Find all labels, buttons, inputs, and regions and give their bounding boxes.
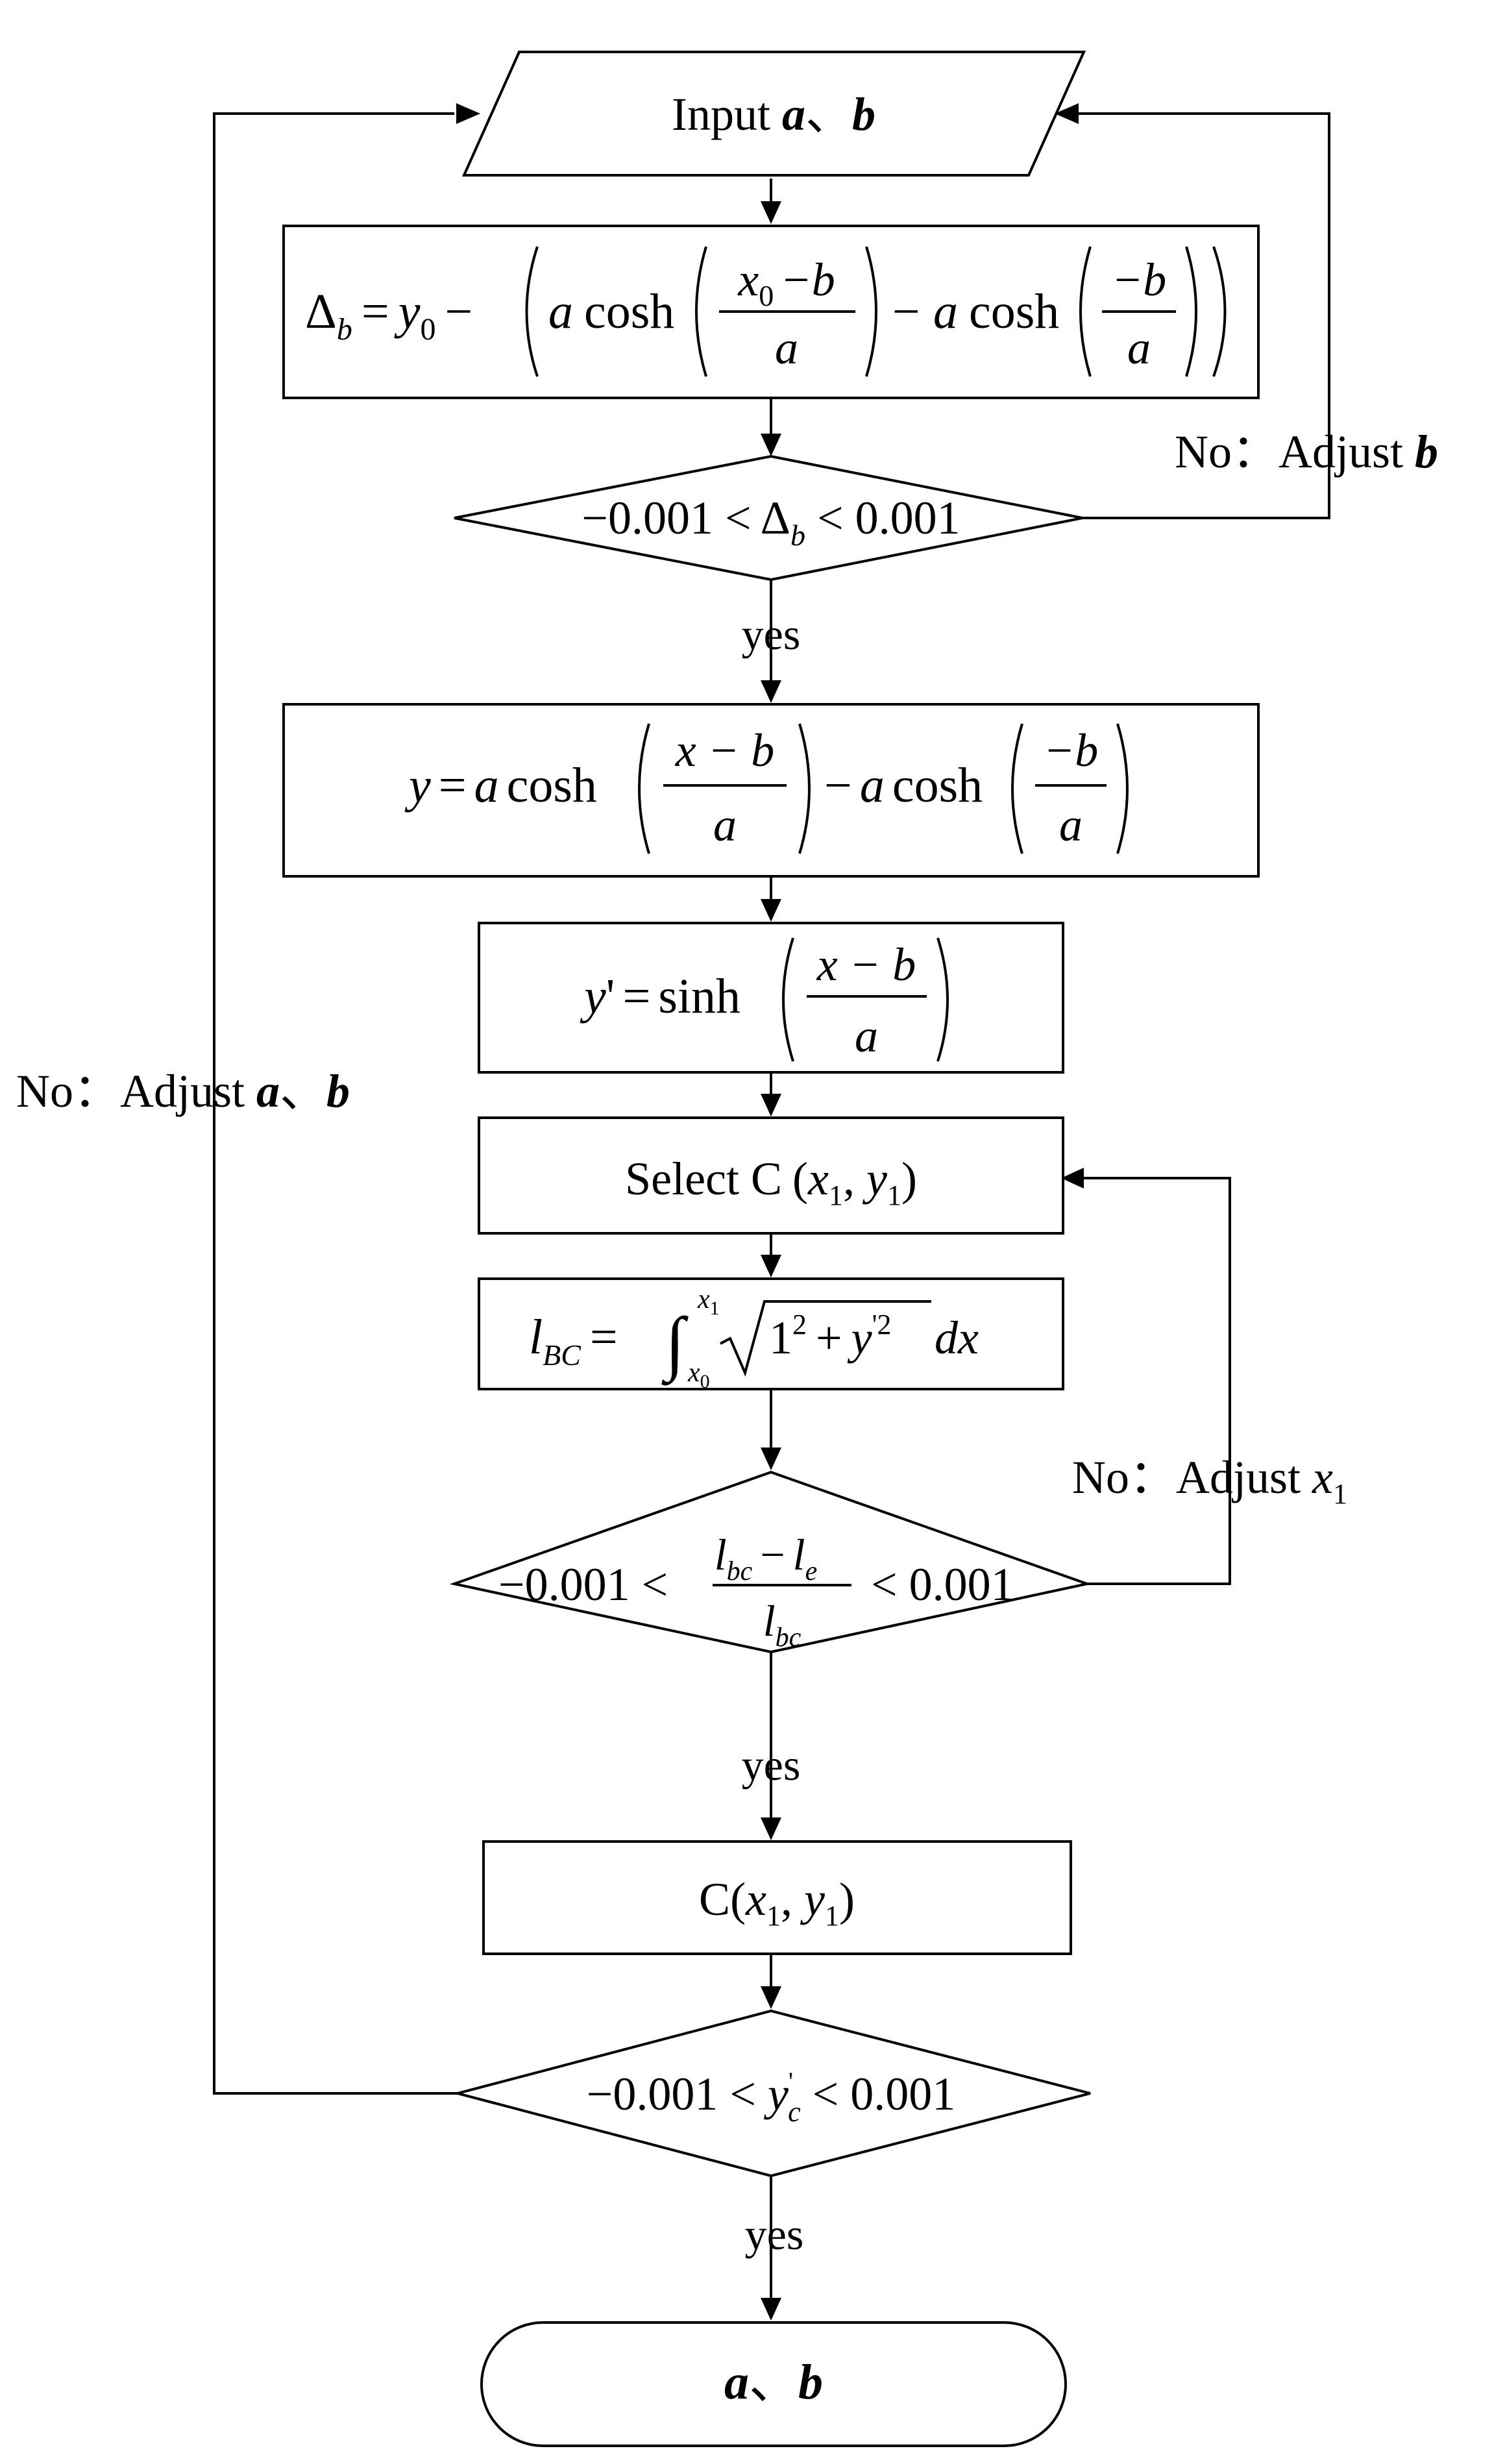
- arrowhead-down-4: [761, 899, 781, 922]
- yprime-box: [478, 922, 1064, 1074]
- integral-dx: dx: [935, 1312, 979, 1364]
- arrowhead-down-7: [761, 1448, 781, 1470]
- big-paren-right: [1212, 246, 1227, 377]
- arrowhead-left-x1: [1061, 1168, 1084, 1189]
- input-node: Input a、b: [461, 51, 1086, 177]
- result-c-box: [482, 1840, 1072, 1955]
- cond2-right: < 0.001: [871, 1558, 1014, 1610]
- select-box: [478, 1116, 1064, 1235]
- yes-label-1: yes: [742, 610, 801, 659]
- y-paren2-left: [1011, 723, 1023, 854]
- paren2-right: [1185, 246, 1197, 377]
- decision-delta: −0.001 < Δb < 0.001: [454, 454, 1083, 582]
- yprime-lhs: y'=sinh: [580, 969, 740, 1024]
- delta-process-node: Δb=y0− a cosh x0−b a − a cosh −b a: [282, 225, 1260, 399]
- integral-lower: x0: [687, 1358, 710, 1392]
- cond2-num: lbc−le: [715, 1530, 817, 1586]
- y-paren1-right: [798, 723, 811, 854]
- yprime-process-node: y'=sinh x − b a: [478, 922, 1064, 1074]
- y-paren2-right: [1116, 723, 1129, 854]
- loop-adjust-x1: [1083, 1177, 1231, 1585]
- loop-adjust-b: [1077, 112, 1330, 519]
- input-label: Input a、b: [672, 88, 875, 140]
- big-paren-left: [525, 246, 539, 377]
- no-adjust-x1-label: No：Adjust x1: [1072, 1451, 1347, 1510]
- arrowhead-down-5: [761, 1094, 781, 1116]
- integral-upper: x1: [697, 1285, 720, 1319]
- integral-radicand: 12+y'2: [769, 1309, 892, 1364]
- sqrt-sign: [720, 1300, 931, 1377]
- select-process-node: Select C(x1, y1): [478, 1116, 1064, 1235]
- loop-adjust-ab: [213, 112, 458, 2095]
- y-paren1-left: [638, 723, 650, 854]
- arrowhead-down-10: [761, 2298, 781, 2321]
- paren1-right: [865, 246, 877, 377]
- decision-diamond-3: [452, 2009, 1091, 2178]
- arrowhead-down-2: [761, 434, 781, 456]
- select-text: Select C(x1, y1): [625, 1153, 917, 1211]
- integral-box: [478, 1277, 1064, 1390]
- arrowhead-down-1: [761, 201, 781, 224]
- integral-sign: ∫: [661, 1303, 689, 1386]
- arrowhead-down-6: [761, 1255, 781, 1277]
- decision-diamond-2: [449, 1470, 1092, 1654]
- y-den1: a: [713, 799, 737, 851]
- cond2-den: lbc: [763, 1596, 801, 1653]
- yes-label-3: yes: [745, 2210, 804, 2259]
- cond3-text: −0.001 < y'c < 0.001: [587, 2067, 956, 2128]
- decision-length: −0.001 < lbc−le lbc < 0.001: [449, 1470, 1092, 1654]
- delta-den2: a: [1127, 322, 1151, 374]
- integral-process-node: lBC= ∫ x1 x0 12+y'2 dx: [478, 1277, 1064, 1392]
- yes-label-2: yes: [742, 1740, 801, 1790]
- delta-lhs: Δb=y0−: [305, 284, 472, 347]
- output-terminator: [480, 2321, 1067, 2447]
- result-c-node: C(x1, y1): [482, 1840, 1072, 1955]
- delta-minus2: −: [892, 284, 920, 339]
- result-c-text: C(x1, y1): [699, 1873, 855, 1932]
- output-text: a、b: [724, 2355, 823, 2409]
- delta-cosh2: cosh: [969, 284, 1059, 339]
- output-node: a、b: [480, 2321, 1067, 2447]
- delta-a2: a: [933, 284, 958, 339]
- yprime-num: x − b: [816, 939, 916, 991]
- no-adjust-b-label: No：Adjust b: [1175, 426, 1438, 478]
- yprime-den: a: [855, 1010, 878, 1062]
- delta-num2: −b: [1112, 254, 1167, 306]
- paren1-left: [695, 246, 707, 377]
- cond1-text: −0.001 < Δb < 0.001: [581, 492, 960, 552]
- y-num1: x − b: [675, 724, 775, 776]
- feedback-loops: [213, 103, 1330, 2095]
- arrowhead-down-9: [761, 1986, 781, 2009]
- decision-slope: −0.001 < y'c < 0.001: [452, 2009, 1091, 2178]
- delta-a1: a: [548, 284, 573, 339]
- arrowhead-left-b: [1055, 103, 1079, 124]
- delta-num1: x0−b: [737, 254, 835, 312]
- input-parallelogram: [461, 51, 1086, 177]
- no-adjust-ab-label: No：Adjust a、b: [16, 1065, 350, 1117]
- y-den2: a: [1059, 799, 1083, 851]
- arrowhead-down-3: [761, 680, 781, 703]
- y-num2: −b: [1044, 724, 1099, 776]
- integral-lhs: lBC=: [529, 1310, 618, 1372]
- decision-diamond-1: [454, 454, 1083, 582]
- paren2-left: [1079, 246, 1092, 377]
- delta-cosh1: cosh: [584, 284, 674, 339]
- y-box: [282, 703, 1260, 878]
- main-flow-connectors: [761, 179, 781, 2321]
- arrowhead-right-ab: [456, 103, 480, 124]
- cond2-left: −0.001 <: [498, 1558, 668, 1610]
- yprime-paren-left: [782, 937, 794, 1062]
- yprime-paren-right: [936, 937, 949, 1062]
- delta-den1: a: [775, 322, 798, 374]
- arrowhead-down-8: [761, 1817, 781, 1840]
